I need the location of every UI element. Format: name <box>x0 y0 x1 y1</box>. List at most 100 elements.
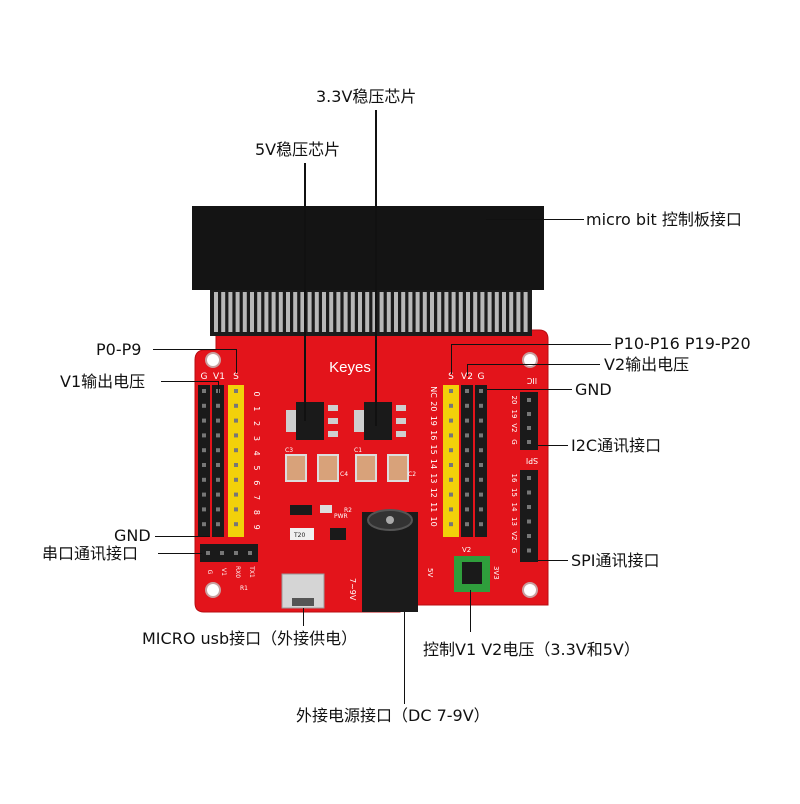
connector-pin <box>322 292 326 332</box>
connector-pin <box>336 292 341 332</box>
left-label-v1: V1 <box>213 372 225 382</box>
leader-5v-vertical <box>304 163 306 421</box>
resistor-label: R2 <box>344 507 352 514</box>
header-pin <box>479 433 483 438</box>
callout-voltage-control: 控制V1 V2电压（3.3V和5V） <box>423 640 640 659</box>
regulator-33v-leg <box>396 405 406 411</box>
callout-gnd-left: GND <box>114 526 151 545</box>
serial-pin <box>220 551 224 555</box>
left-pin-number: 6 <box>252 480 261 485</box>
connector-pin <box>271 292 276 332</box>
header-pin <box>234 477 238 482</box>
connector-pin <box>466 292 470 332</box>
left-pin-number: 8 <box>252 510 261 515</box>
connector-pin <box>430 292 434 332</box>
serial-pin <box>234 551 238 555</box>
right-pin-number: 14 <box>429 459 438 469</box>
connector-pin <box>286 292 290 332</box>
header-pin <box>465 389 469 393</box>
header-pin <box>479 463 483 467</box>
connector-pin <box>494 292 499 332</box>
connector-pin <box>394 292 398 332</box>
serial-pin-label: G <box>206 570 213 575</box>
iic-pin-label: V2 <box>510 423 518 432</box>
spi-pin <box>527 548 531 553</box>
left-pin-number: 4 <box>252 451 261 456</box>
connector-pin <box>358 292 362 332</box>
reg-label: T20 <box>293 532 305 539</box>
header-pin <box>202 492 206 497</box>
connector-pin <box>278 292 283 332</box>
spi-pin-label: 13 <box>510 517 518 526</box>
header-pin <box>479 492 483 497</box>
serial-pin <box>248 551 252 555</box>
spi-label: SPI <box>526 456 538 465</box>
spi-pin-label: V2 <box>510 531 518 540</box>
callout-microbit-interface: micro bit 控制板接口 <box>586 210 742 229</box>
header-pin <box>479 389 483 393</box>
connector-pin <box>473 292 478 332</box>
header-pin <box>465 433 469 438</box>
header-pin <box>465 507 469 512</box>
left-pin-number: 0 <box>252 391 261 396</box>
connector-pin <box>228 292 233 332</box>
connector-pin <box>401 292 406 332</box>
leader-p10-h <box>451 344 611 345</box>
resistor-label: C3 <box>285 447 293 454</box>
connector-pin <box>300 292 305 332</box>
connector-pin <box>329 292 334 332</box>
callout-5v-regulator: 5V稳压芯片 <box>255 140 341 159</box>
header-pin <box>234 463 238 467</box>
header-pin <box>449 463 453 467</box>
left-header-black-g <box>198 385 210 537</box>
iic-pin-label: G <box>510 439 518 444</box>
callout-i2c: I2C通讯接口 <box>571 436 662 455</box>
callout-33v-regulator: 3.3V稳压芯片 <box>316 87 417 106</box>
regulator-5v-leg <box>328 405 338 411</box>
iic-label: IIC <box>526 376 537 385</box>
connector-pin <box>487 292 492 332</box>
regulator-5v-leg <box>328 418 338 424</box>
iic-header <box>520 392 538 450</box>
left-pin-number: 1 <box>252 406 261 411</box>
header-pin <box>465 463 469 467</box>
right-header-pins <box>449 389 483 527</box>
right-pin-number: 10 <box>429 517 438 527</box>
leader-serial <box>158 553 202 554</box>
mounting-hole <box>205 582 221 598</box>
left-pin-number: 9 <box>252 525 261 530</box>
connector-pin <box>379 292 384 332</box>
header-pin <box>216 492 220 497</box>
header-pin <box>449 389 453 393</box>
callout-gnd-right: GND <box>575 380 612 399</box>
header-pin <box>449 448 453 453</box>
header-pin <box>465 477 469 482</box>
connector-pin <box>314 292 319 332</box>
microbit-edge-connector <box>192 206 544 290</box>
capacitor <box>355 454 377 482</box>
leader-v1-h <box>161 381 219 382</box>
header-pin <box>449 492 453 497</box>
reg-part <box>290 528 314 540</box>
jumper-label-3v3: 3V3 <box>492 566 500 580</box>
header-pin <box>202 477 206 482</box>
capacitor <box>387 454 409 482</box>
header-pin <box>449 403 453 408</box>
header-pin <box>202 507 206 512</box>
left-label-g: G <box>201 372 208 382</box>
spi-pin-label: 16 <box>510 474 518 483</box>
connector-pin <box>214 292 218 332</box>
micro-usb-opening <box>292 598 314 606</box>
header-pin <box>216 463 220 467</box>
right-pin-number: 16 <box>429 430 438 440</box>
spi-pin-label: 14 <box>510 503 518 512</box>
right-header-yellow-s <box>443 385 459 537</box>
connector-pin <box>235 292 240 332</box>
header-pin <box>234 418 238 423</box>
right-pin-number: 13 <box>429 473 438 483</box>
